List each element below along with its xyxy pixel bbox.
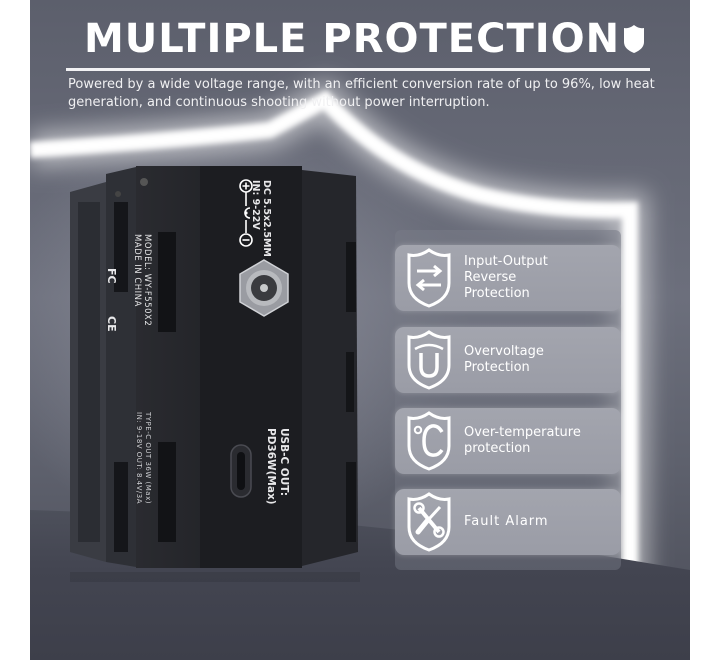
celsius-shield-icon: [407, 411, 451, 471]
subtitle-description: Powered by a wide voltage range, with an…: [68, 77, 655, 110]
usb-label-line2: PD36W(Max): [265, 428, 277, 505]
usb-c-label: USB-C OUT: PD36W(Max): [264, 428, 290, 505]
model-text: MODEL: WY-F550X2: [142, 234, 152, 327]
battery-adapter-device: DC 5.5x2.5MM IN: 9-22V MODEL: WY-F550X2 …: [66, 162, 366, 592]
dc-input-text: IN: 9-22V: [250, 180, 261, 230]
dc-spec-label: DC 5.5x2.5MM IN: 9-22V: [250, 180, 272, 257]
reverse-arrows-shield-icon: [407, 248, 451, 308]
dc-spec-text: DC 5.5x2.5MM: [261, 180, 272, 257]
wrench-screwdriver-shield-icon: [407, 492, 451, 552]
voltage-u-shield-icon: [407, 330, 451, 390]
feature-card-over-temperature: Over-temperature protection: [395, 408, 621, 474]
product-banner: MULTIPLE PROTECTION Powered by a wide vo…: [30, 0, 690, 660]
dc-barrel-port-icon: [239, 259, 289, 317]
side-spec-line1: TYPE-C OUT 36W (Max): [144, 412, 152, 504]
fcc-mark: FC: [105, 268, 118, 284]
title-divider: [66, 68, 650, 71]
feature-label: Fault Alarm: [464, 514, 549, 529]
shield-icon: [624, 25, 644, 53]
device-body: [70, 166, 360, 592]
usb-label-line1: USB-C OUT:: [278, 428, 290, 497]
feature-card-overvoltage: Overvoltage Protection: [395, 327, 621, 393]
feature-label: Overvoltage Protection: [464, 344, 544, 375]
feature-card-reverse-protection: Input-Output Reverse Protection: [395, 245, 621, 311]
model-label-block: MODEL: WY-F550X2 MADE IN CHINA: [132, 234, 152, 326]
feature-label: Over-temperature protection: [464, 425, 581, 456]
ce-mark: CE: [105, 316, 118, 332]
feature-card-fault-alarm: Fault Alarm: [395, 489, 621, 555]
page-title: MULTIPLE PROTECTION: [84, 16, 621, 62]
dc-polarity-icon: [239, 179, 253, 247]
output-spec-block: TYPE-C OUT 36W (Max) IN: 9-18V OUT: 8.4V…: [134, 412, 152, 504]
usb-c-port-icon: [230, 444, 252, 498]
feature-label: Input-Output Reverse Protection: [464, 254, 548, 301]
origin-text: MADE IN CHINA: [132, 234, 142, 307]
side-spec-line2: IN: 9-18V OUT: 8.4V/3A: [135, 412, 143, 505]
